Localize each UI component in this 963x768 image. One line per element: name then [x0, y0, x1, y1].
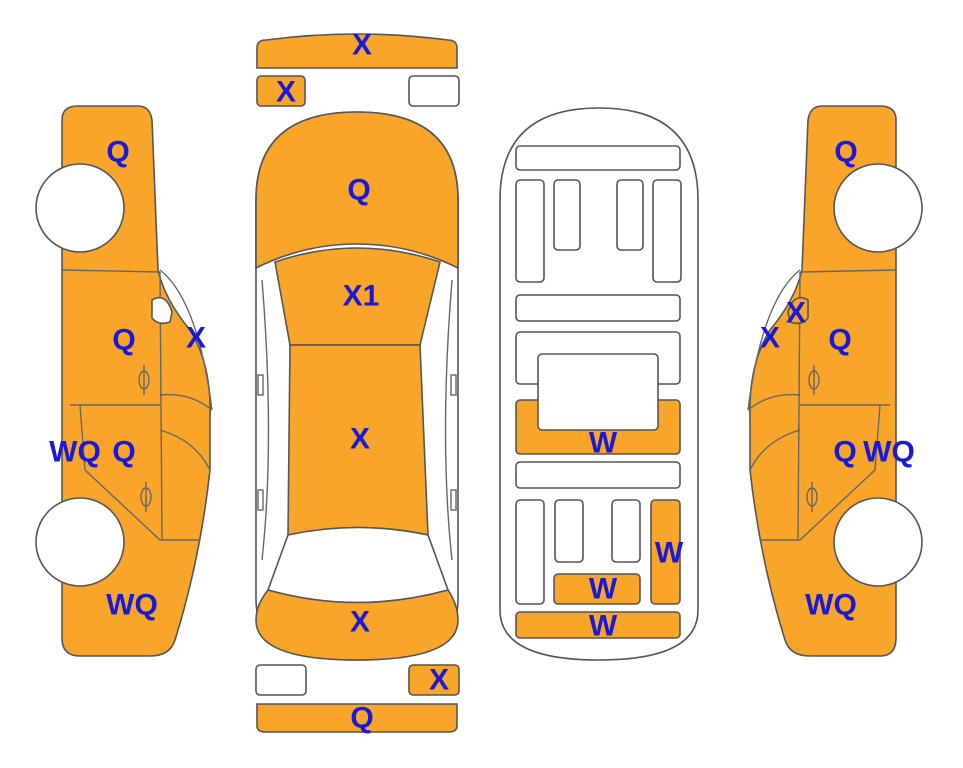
- rear-left-lamp[interactable]: [255, 664, 307, 696]
- left-mirror-window: [151, 296, 173, 325]
- underbody-rear-right-rail[interactable]: [650, 499, 681, 605]
- underbody-view: W W W W: [499, 107, 699, 661]
- right-rear-quarter-label: WQ: [805, 589, 857, 622]
- right-a-pillar-label: X: [760, 322, 780, 355]
- underbody-center-tunnel[interactable]: [537, 353, 659, 431]
- underbody-front-right-rail[interactable]: [652, 179, 682, 283]
- front-grille-label: X: [276, 76, 296, 109]
- front-bumper[interactable]: [256, 33, 458, 69]
- underbody-rear-right-inner[interactable]: [611, 499, 641, 563]
- right-front-door-label: Q: [828, 324, 851, 357]
- right-side-view: Q X X Q Q WQ WQ: [747, 105, 923, 657]
- left-rear-door-handle: [140, 482, 152, 512]
- left-front-door-handle: [138, 365, 150, 395]
- left-front-door-label: Q: [112, 324, 135, 357]
- top-view: X X Q X1 X X X Q: [255, 29, 460, 735]
- rear-bumper-label: Q: [350, 702, 373, 735]
- trunk-label: X: [350, 606, 370, 639]
- left-front-fender-label: Q: [106, 136, 129, 169]
- front-bumper-label: X: [352, 29, 372, 62]
- right-rear-door-label: Q: [833, 436, 856, 469]
- underbody-front-right-inner[interactable]: [616, 179, 644, 251]
- windshield-label: X1: [343, 280, 380, 313]
- underbody-front-panel[interactable]: [515, 145, 681, 171]
- left-front-wheel: [35, 163, 125, 253]
- windshield[interactable]: [274, 247, 441, 346]
- underbody-rear-panel[interactable]: [515, 611, 681, 639]
- right-mirror[interactable]: [787, 296, 809, 325]
- underbody-rear-crossmember[interactable]: [553, 573, 641, 605]
- right-front-fender-label: Q: [834, 136, 857, 169]
- underbody-rear-left-rail[interactable]: [515, 499, 545, 605]
- left-rear-wheel: [35, 497, 125, 587]
- right-mirror-label: X: [786, 297, 806, 330]
- right-front-door-handle: [808, 365, 820, 395]
- underbody-mid-panel-label: W: [589, 427, 618, 460]
- underbody-rear-crossbar[interactable]: [515, 461, 681, 489]
- underbody-front-left-inner[interactable]: [553, 179, 581, 251]
- hood-label: Q: [347, 174, 370, 207]
- rear-lamp-label: X: [429, 664, 449, 697]
- underbody-rear-crossmember-label: W: [589, 573, 618, 606]
- left-side-view: Q Q X WQ Q WQ: [35, 105, 213, 657]
- rear-right-lamp[interactable]: [408, 664, 460, 696]
- right-rear-wheel: [833, 497, 923, 587]
- underbody-rear-panel-label: W: [589, 610, 618, 643]
- hood[interactable]: [255, 111, 459, 270]
- rear-window: [266, 526, 450, 604]
- front-grille[interactable]: [256, 75, 306, 107]
- underbody-rear-right-rail-label: W: [655, 537, 684, 570]
- front-right-lamp[interactable]: [408, 75, 460, 107]
- left-rear-door-label: Q: [112, 436, 135, 469]
- right-rocker-label: WQ: [863, 436, 915, 469]
- right-front-wheel: [833, 163, 923, 253]
- trunk[interactable]: [255, 589, 459, 661]
- roof-label: X: [350, 423, 370, 456]
- left-a-pillar-label: X: [186, 322, 206, 355]
- left-rear-quarter-label: WQ: [106, 589, 158, 622]
- right-rear-door-handle: [806, 482, 818, 512]
- underbody-front-left-rail[interactable]: [515, 179, 545, 283]
- left-rocker-label: WQ: [49, 436, 101, 469]
- underbody-rear-left-inner[interactable]: [554, 499, 584, 563]
- rear-bumper[interactable]: [256, 703, 458, 733]
- underbody-front-crossmember[interactable]: [515, 294, 681, 322]
